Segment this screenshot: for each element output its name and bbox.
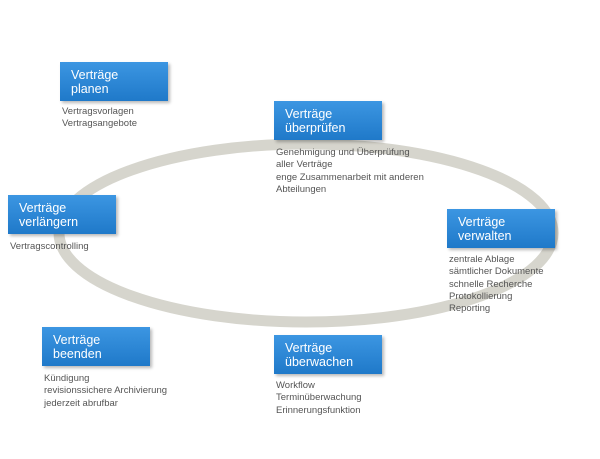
stage-box-review bbox=[274, 101, 382, 140]
stage-box-monitor bbox=[274, 335, 382, 374]
stage-monitor-contracts: Verträge überwachen Workflow Terminüberw… bbox=[274, 335, 382, 416]
stage-title-review: Verträge überprüfen bbox=[285, 107, 346, 135]
stage-box-plan bbox=[60, 62, 168, 101]
stage-details-monitor: Workflow Terminüberwachung Erinnerungsfu… bbox=[276, 380, 362, 416]
stage-box-manage bbox=[447, 209, 555, 248]
stage-details-manage: zentrale Ablage sämtlicher Dokumente sch… bbox=[449, 254, 544, 315]
stage-details-plan: Vertragsvorlagen Vertragsangebote bbox=[62, 106, 138, 130]
stage-details-extend: Vertragscontrolling bbox=[10, 241, 89, 252]
stage-box-extend bbox=[8, 195, 116, 234]
stage-manage-contracts: Verträge verwalten zentrale Ablage sämtl… bbox=[447, 209, 555, 314]
stage-title-plan: Verträge planen bbox=[71, 68, 119, 96]
stage-plan-contracts: Verträge planen Vertragsvorlagen Vertrag… bbox=[60, 62, 168, 129]
stage-title-monitor: Verträge überwachen bbox=[285, 341, 354, 369]
stage-title-manage: Verträge verwalten bbox=[458, 215, 512, 243]
stage-details-review: Genehmigung und Überprüfung aller Verträ… bbox=[276, 147, 424, 195]
stage-end-contracts: Verträge beenden Kündigung revisionssich… bbox=[42, 327, 167, 409]
stage-review-contracts: Verträge überprüfen Genehmigung und Über… bbox=[274, 101, 424, 195]
stage-box-end bbox=[42, 327, 150, 366]
stage-title-end: Verträge beenden bbox=[53, 333, 102, 361]
stage-extend-contracts: Verträge verlängern Vertragscontrolling bbox=[8, 195, 116, 252]
stage-title-extend: Verträge verlängern bbox=[19, 201, 79, 229]
stage-details-end: Kündigung revisionssichere Archivierung … bbox=[44, 373, 168, 409]
